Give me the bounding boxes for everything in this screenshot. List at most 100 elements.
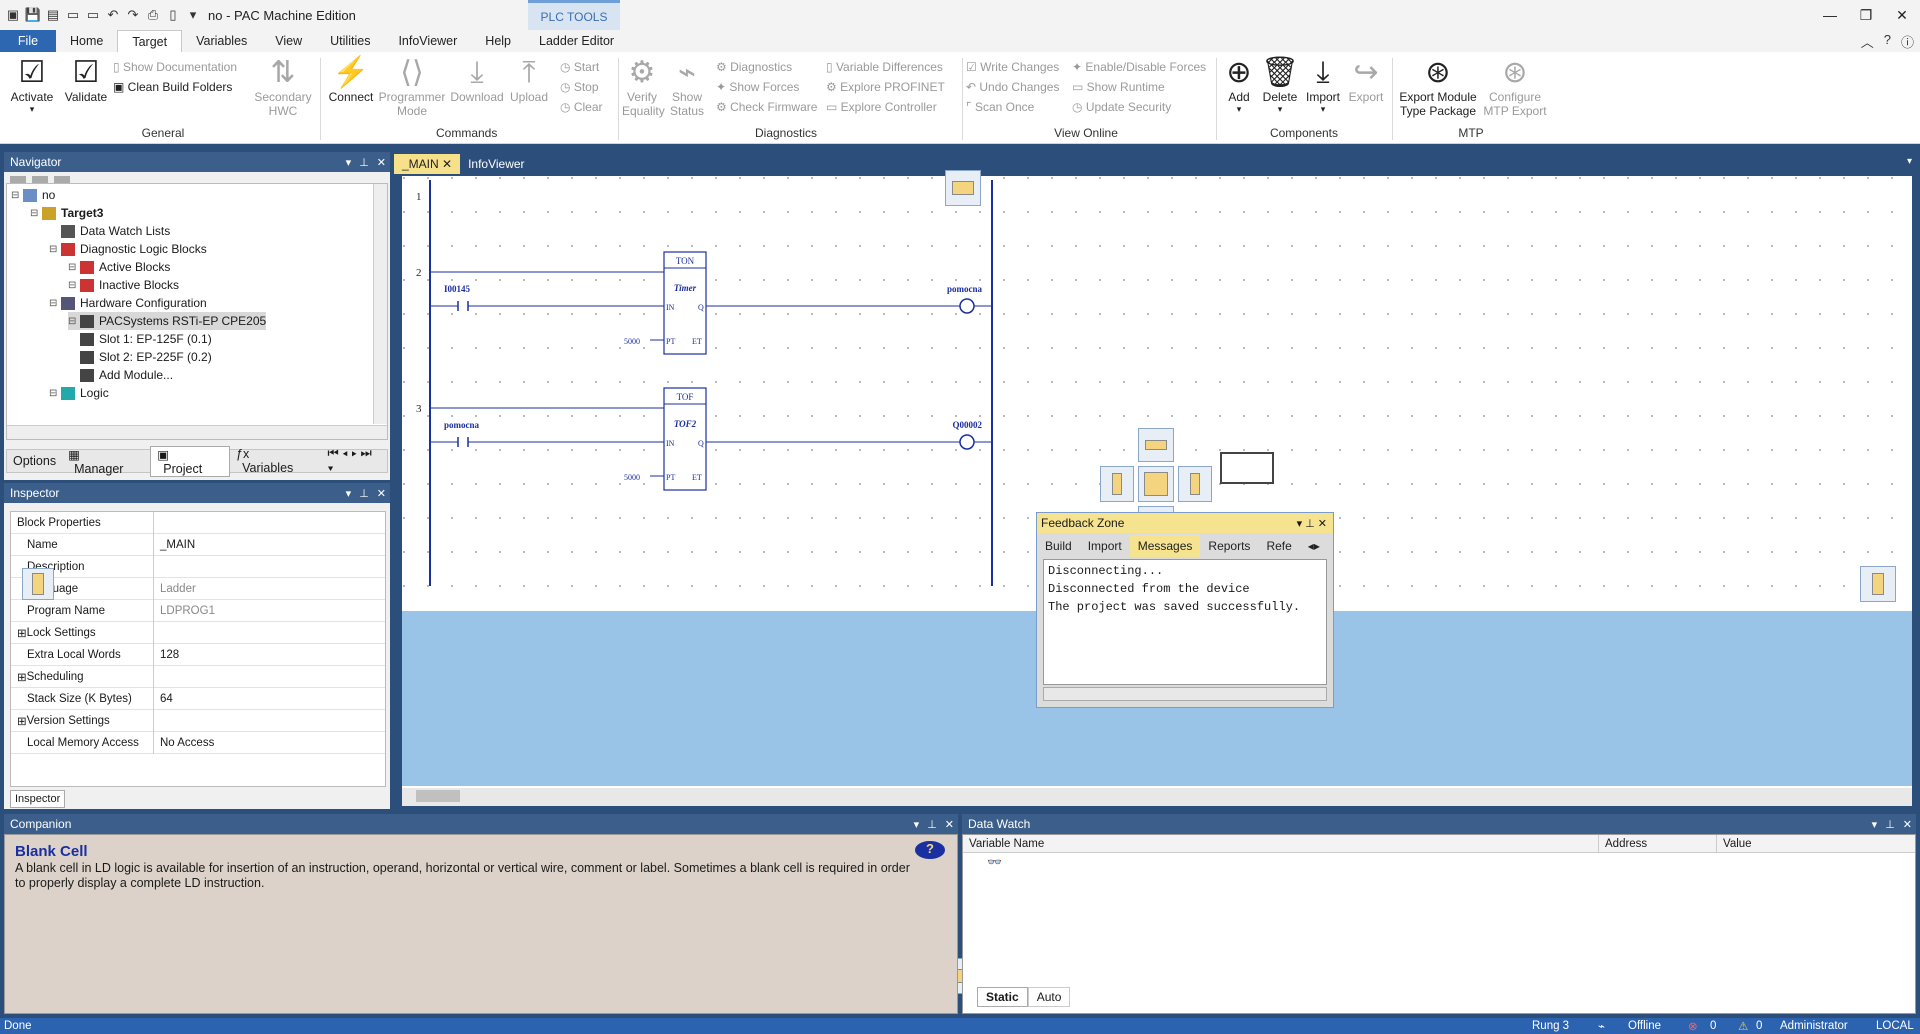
tree-item[interactable]: ⊟Hardware Configuration xyxy=(49,294,207,312)
save-all-icon[interactable]: ▤ xyxy=(46,7,60,22)
tab-scroll-icon[interactable]: ◂▸ xyxy=(1307,539,1320,553)
dropdown-icon[interactable]: ▾ xyxy=(913,818,920,831)
property-row[interactable]: ⊞Lock Settings xyxy=(11,621,385,644)
tree-item[interactable]: Slot 1: EP-125F (0.1) xyxy=(68,330,212,348)
tab-variables[interactable]: Variables xyxy=(196,34,248,48)
verify-equality-button[interactable]: ⚙ Verify Equality xyxy=(622,56,665,118)
clear-button[interactable]: ◷ Clear xyxy=(560,100,603,114)
close-icon[interactable]: ✕ xyxy=(376,156,386,169)
column-address[interactable]: Address xyxy=(1599,835,1717,852)
update-security-button[interactable]: ◷ Update Security xyxy=(1072,100,1172,114)
show-runtime-button[interactable]: ▭ Show Runtime xyxy=(1072,80,1165,94)
expand-icon[interactable]: ⊞ xyxy=(17,715,27,728)
undo-icon[interactable]: ↶ xyxy=(107,7,119,22)
show-documentation-button[interactable]: ▯ Show Documentation xyxy=(113,60,238,74)
open-folder-icon[interactable]: ▭ xyxy=(66,7,80,22)
expand-icon[interactable]: ⊟ xyxy=(49,243,58,255)
enable-disable-forces-button[interactable]: ✦ Enable/Disable Forces xyxy=(1072,60,1207,74)
minimize-button[interactable]: — xyxy=(1823,7,1837,23)
close-icon[interactable]: ✕ xyxy=(944,818,954,831)
dropdown-icon[interactable]: ▾ xyxy=(345,487,352,500)
editor-hscroll-thumb[interactable] xyxy=(416,790,460,802)
tab-main[interactable]: _MAIN ✕ xyxy=(394,154,461,174)
expand-icon[interactable]: ⊟ xyxy=(68,279,77,291)
scan-once-button[interactable]: ⌜ Scan Once xyxy=(966,100,1035,114)
programmer-mode-button[interactable]: ⟨⟩ Programmer Mode xyxy=(378,56,446,118)
property-value[interactable]: _MAIN xyxy=(160,538,196,551)
variable-differences-button[interactable]: ▯ Variable Differences xyxy=(826,60,943,74)
tab-variables-nav[interactable]: ƒx Variables xyxy=(236,447,294,475)
validate-button[interactable]: ☑ Validate xyxy=(62,56,110,104)
folder-icon[interactable]: ▭ xyxy=(86,7,100,22)
info-icon[interactable]: ⓘ xyxy=(1900,34,1914,50)
write-changes-button[interactable]: ☑ Write Changes xyxy=(966,60,1060,74)
save-icon[interactable]: 💾 xyxy=(24,7,42,22)
tree-item[interactable]: Slot 2: EP-225F (0.2) xyxy=(68,348,212,366)
inspector-tab[interactable]: Inspector xyxy=(10,790,66,808)
configure-mtp-export-button[interactable]: ⊛ Configure MTP Export xyxy=(1483,56,1547,118)
tab-view[interactable]: View xyxy=(275,34,303,48)
dock-right-guide[interactable] xyxy=(1860,566,1896,602)
tree-item[interactable]: ⊟Logic xyxy=(49,384,109,402)
pin-icon[interactable]: ⊥ xyxy=(1885,818,1895,831)
tab-auto[interactable]: Auto xyxy=(1027,987,1071,1007)
tab-home[interactable]: Home xyxy=(70,34,104,48)
expand-icon[interactable]: ⊟ xyxy=(49,387,58,399)
tab-messages[interactable]: Messages xyxy=(1129,535,1201,557)
undo-changes-button[interactable]: ↶ Undo Changes xyxy=(966,80,1060,94)
stop-button[interactable]: ◷ Stop xyxy=(560,80,599,94)
tab-nav-arrows[interactable]: ⏮ ◂ ▸ ⏭ ▾ xyxy=(327,446,372,475)
tab-ladder-editor[interactable]: Ladder Editor xyxy=(539,34,615,48)
add-button[interactable]: ⊕ Add ▾ xyxy=(1220,56,1258,115)
tree-item[interactable]: ⊟Target3 xyxy=(30,204,103,222)
tab-options[interactable]: Options xyxy=(13,454,57,468)
expand-icon[interactable]: ⊟ xyxy=(68,261,77,273)
tab-infoviewer-doc[interactable]: InfoViewer xyxy=(468,157,525,171)
tree-item[interactable]: Data Watch Lists xyxy=(49,222,170,240)
expand-icon[interactable]: ⊟ xyxy=(30,207,39,219)
restore-button[interactable]: ❐ xyxy=(1859,6,1873,23)
pin-icon[interactable]: ⊥ xyxy=(927,818,937,831)
pin-icon[interactable]: ⊥ xyxy=(359,156,369,169)
property-row[interactable]: ⊞Scheduling xyxy=(11,665,385,688)
property-row[interactable]: Description xyxy=(11,555,385,578)
property-value[interactable]: LDPROG1 xyxy=(160,604,215,617)
property-value[interactable]: No Access xyxy=(160,736,215,749)
import-button[interactable]: ⤓ Import ▾ xyxy=(1302,56,1344,115)
property-row[interactable]: ⊞Version Settings xyxy=(11,709,385,732)
check-firmware-button[interactable]: ⚙ Check Firmware xyxy=(716,100,818,114)
help-icon[interactable]: ? xyxy=(1883,31,1891,47)
close-button[interactable]: ✕ xyxy=(1896,6,1908,23)
connect-button[interactable]: ⚡ Connect xyxy=(326,56,376,104)
tab-help[interactable]: Help xyxy=(485,34,512,48)
tab-target[interactable]: Target xyxy=(117,30,183,52)
feedback-hscroll[interactable] xyxy=(1043,687,1327,701)
tree-item[interactable]: Add Module... xyxy=(68,366,173,384)
clean-build-folders-button[interactable]: ▣ Clean Build Folders xyxy=(113,80,233,94)
dropdown-icon[interactable]: ▾ xyxy=(345,156,352,169)
expand-icon[interactable]: ⊟ xyxy=(49,297,58,309)
collapse-ribbon-icon[interactable]: ︿ xyxy=(1860,34,1874,50)
explore-profinet-button[interactable]: ⚙ Explore PROFINET xyxy=(826,80,945,94)
tab-list-icon[interactable]: ▾ xyxy=(1906,156,1912,167)
column-value[interactable]: Value xyxy=(1723,838,1752,850)
expand-icon[interactable]: ⊞ xyxy=(17,671,27,684)
property-value[interactable]: 128 xyxy=(160,648,180,661)
activate-button[interactable]: ☑ Activate ▾ xyxy=(8,56,56,115)
pin-icon[interactable]: ⊥ xyxy=(359,487,369,500)
file-menu[interactable]: File xyxy=(0,30,56,52)
tab-manager[interactable]: ▦ Manager xyxy=(68,447,124,476)
expand-icon[interactable]: ⊟ xyxy=(11,189,20,201)
dock-left-guide[interactable] xyxy=(22,568,54,600)
redo-icon[interactable]: ↷ xyxy=(127,7,139,22)
property-row[interactable]: LanguageLadder xyxy=(11,577,385,600)
export-button[interactable]: ↪ Export xyxy=(1346,56,1386,104)
export-module-type-package-button[interactable]: ⊛ Export Module Type Package xyxy=(1396,56,1480,118)
property-row[interactable]: Stack Size (K Bytes)64 xyxy=(11,687,385,710)
clipboard-icon[interactable]: ▯ xyxy=(169,7,177,22)
tree-vscroll[interactable] xyxy=(373,184,387,424)
property-row[interactable]: Name_MAIN xyxy=(11,533,385,556)
customize-qat-icon[interactable]: ▾ xyxy=(189,7,197,22)
start-button[interactable]: ◷ Start xyxy=(560,60,600,74)
